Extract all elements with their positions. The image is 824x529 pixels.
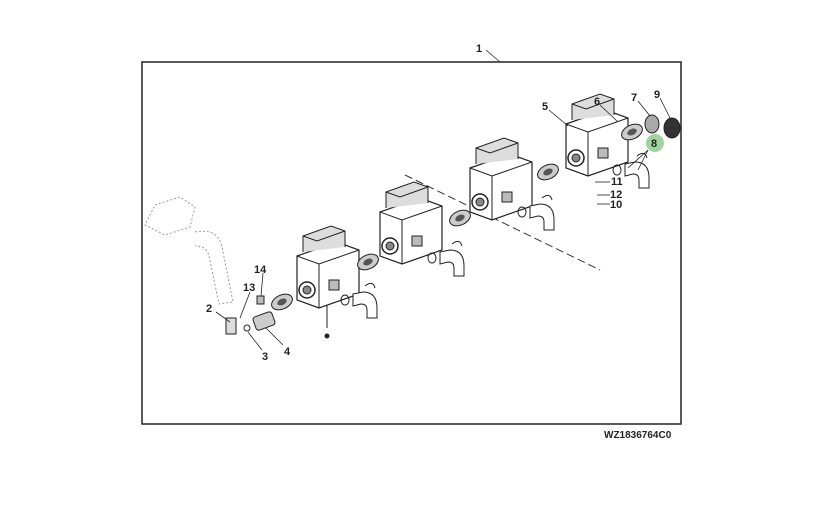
callout-5[interactable]: 5	[542, 101, 548, 113]
callout-6[interactable]: 6	[594, 96, 600, 108]
valve-section-3	[446, 137, 555, 231]
callout-12[interactable]: 12	[610, 189, 622, 201]
centerline	[404, 174, 601, 271]
callout-11[interactable]: 11	[611, 176, 623, 188]
callout-8[interactable]: 8	[651, 138, 657, 150]
diagram-frame	[141, 61, 682, 425]
callout-leaders	[215, 49, 671, 351]
callout-9[interactable]: 9	[654, 89, 660, 101]
callout-14[interactable]: 14	[254, 264, 267, 276]
figure-code: WZ1836764C0	[604, 430, 672, 441]
callout-4[interactable]: 4	[284, 346, 291, 358]
valve-section-2	[354, 181, 465, 277]
callout-2[interactable]: 2	[206, 303, 212, 315]
callout-1[interactable]: 1	[476, 43, 482, 55]
callout-7[interactable]: 7	[631, 92, 637, 104]
highlight-circle-8[interactable]	[646, 134, 664, 152]
valve-section-1	[268, 225, 378, 319]
callout-13[interactable]: 13	[243, 282, 255, 294]
fitting-parts	[225, 295, 330, 339]
valve-section-4	[534, 93, 681, 189]
callout-10[interactable]: 10	[610, 199, 622, 211]
callout-3[interactable]: 3	[262, 351, 268, 363]
callout-labels: 1 2 3 4 5 6 7 8 9 10 11 12 13 14	[206, 43, 660, 363]
hose-outline	[144, 196, 234, 305]
